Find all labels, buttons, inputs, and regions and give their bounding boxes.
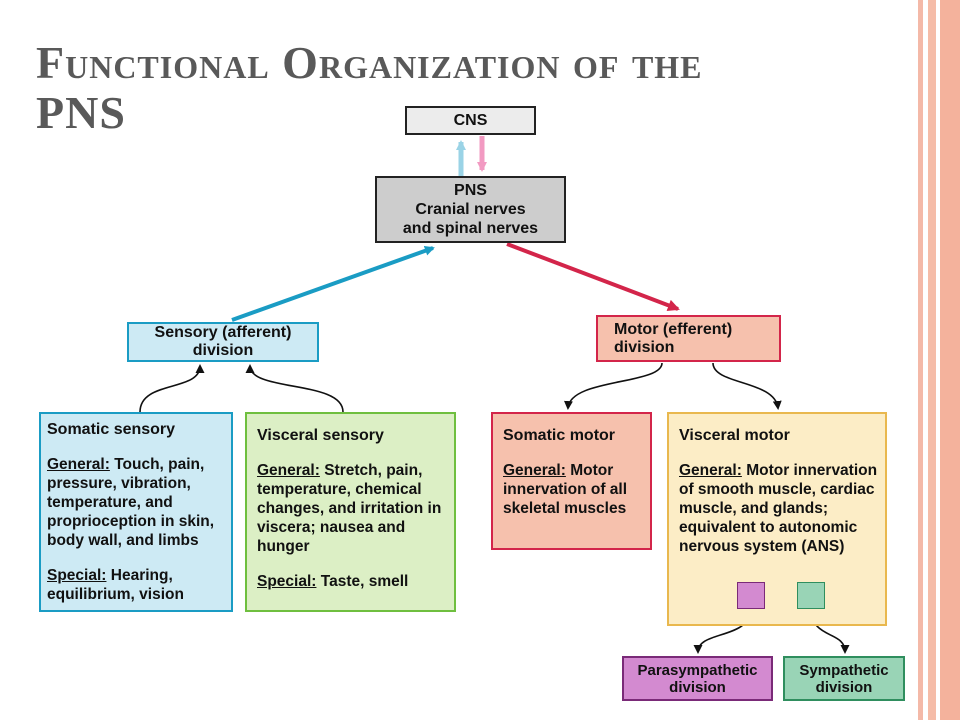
somatic-sensory-general: General: Touch, pain, pressure, vibratio… [47,455,225,550]
general-label: General: [679,462,742,479]
motor-to-visceral-arrow [712,362,782,410]
general-text: Motor innervation of all skeletal muscle… [503,462,628,517]
somatic-motor-box: Somatic motor General: Motor innervation… [491,412,652,550]
motor-line-2: division [614,338,675,356]
somatic-motor-heading: Somatic motor [503,427,616,444]
special-text: Hearing, equilibrium, vision [47,567,184,603]
motor-to-somatic-arrow [563,362,663,410]
sensory-line-2: division [192,342,254,359]
somatic-to-sensory-arrow [139,364,205,413]
somatic-sensory-heading: Somatic sensory [47,421,176,438]
decorative-stripe [928,0,936,720]
sympathetic-marker [797,582,825,609]
special-label: Special: [47,567,107,584]
motor-line-1: Motor (efferent) [614,320,733,338]
special-label: Special: [257,573,317,590]
sensory-line-1: Sensory (afferent) [154,324,292,341]
sympathetic-line-1: Sympathetic [799,661,889,679]
visceral-sensory-general: General: Stretch, pain, temperature, che… [257,461,448,556]
parasympathetic-line-1: Parasympathetic [637,661,758,679]
sensory-division-box: Sensory (afferent) division [127,322,319,362]
sensory-to-pns-arrow [231,245,435,322]
visceral-motor-heading: Visceral motor [679,427,790,444]
parasympathetic-division-box: Parasympathetic division [622,656,773,701]
special-text: Taste, smell [316,573,409,590]
pns-line-2: Cranial nerves [415,201,526,218]
sympathetic-division-box: Sympathetic division [783,656,905,701]
pns-line-3: and spinal nerves [402,220,539,237]
visceral-sensory-heading: Visceral sensory [257,427,384,444]
slide-title: Functional Organization of the PNS [36,38,896,138]
visceral-to-sensory-arrow [245,364,344,413]
slide-title-line2: PNS [36,87,126,138]
motor-division-box: Motor (efferent) division [596,315,781,362]
pns-to-motor-arrow [506,242,680,312]
decorative-stripe [918,0,923,720]
general-text: Motor innervation of smooth muscle, card… [679,462,878,555]
somatic-sensory-box: Somatic sensory General: Touch, pain, pr… [39,412,233,612]
sympathetic-line-2: division [815,678,873,696]
general-label: General: [257,462,320,479]
decorative-stripe [940,0,960,720]
pns-line-1: PNS [454,182,487,199]
visceral-sensory-box: Visceral sensory General: Stretch, pain,… [245,412,456,612]
general-text: Touch, pain, pressure, vibration, temper… [47,456,215,549]
cns-box: CNS [405,106,536,135]
slide-title-line1: Functional Organization of the [36,37,703,88]
parasympathetic-line-2: division [669,678,726,696]
visceral-motor-general: General: Motor innervation of smooth mus… [679,461,879,556]
general-label: General: [47,456,110,473]
general-label: General: [503,462,566,479]
somatic-motor-general: General: Motor innervation of all skelet… [503,461,644,518]
pns-box: PNS Cranial nerves and spinal nerves [375,176,566,243]
general-text: Stretch, pain, temperature, chemical cha… [257,462,442,555]
visceral-motor-box: Visceral motor General: Motor innervatio… [667,412,887,626]
visceral-sensory-special: Special: Taste, smell [257,572,448,591]
cns-label: CNS [453,111,488,129]
somatic-sensory-special: Special: Hearing, equilibrium, vision [47,566,225,604]
parasympathetic-marker [737,582,765,609]
